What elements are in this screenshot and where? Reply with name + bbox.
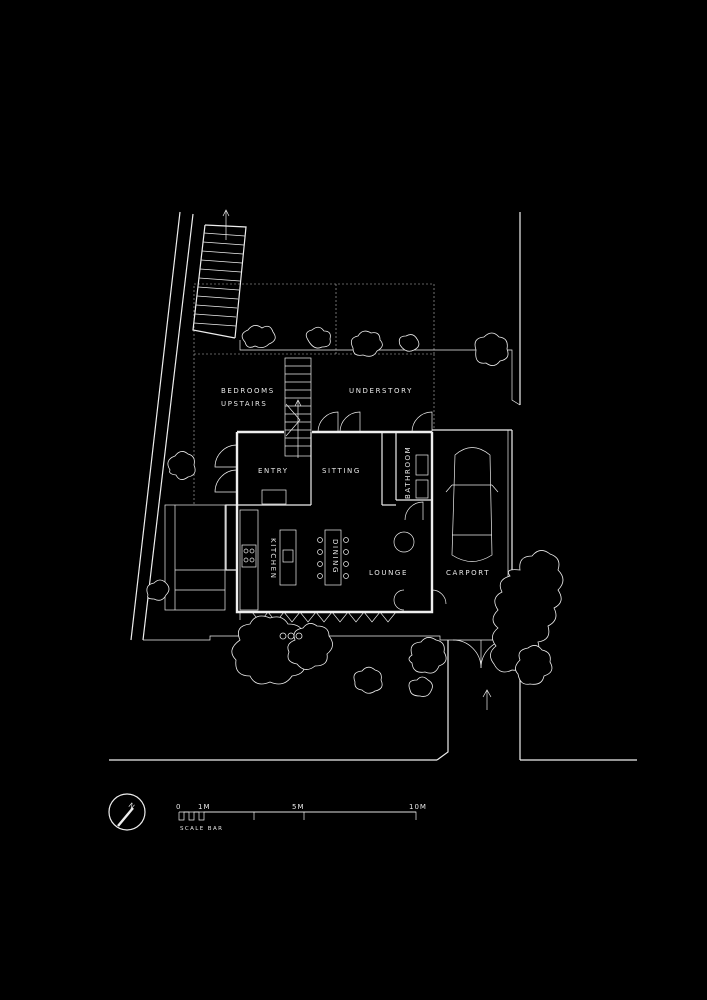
internal-stair [284, 357, 312, 458]
doors [214, 411, 510, 710]
room-label-bedrooms: BEDROOMS [221, 387, 275, 395]
scale-tick-5m: 5M [292, 803, 305, 811]
room-labels: BEDROOMS UPSTAIRS UNDERSTORY ENTRY SITTI… [221, 387, 490, 580]
scale-bar-label: SCALE BAR [180, 826, 223, 832]
scale-tick-0: 0 [176, 803, 181, 811]
room-label-upstairs: UPSTAIRS [221, 400, 267, 408]
scale-tick-1m: 1M [198, 803, 211, 811]
scale-tick-10m: 10M [409, 803, 427, 811]
house-walls [164, 430, 434, 614]
landscaping [146, 325, 564, 697]
carport [432, 429, 513, 580]
upstairs-outline [193, 283, 521, 505]
north-arrow-letter: N [127, 801, 137, 811]
room-label-carport: CARPORT [446, 569, 490, 577]
external-stair [192, 209, 247, 339]
room-label-bathroom: BATHROOM [404, 446, 412, 499]
room-label-dining: DINING [331, 539, 339, 574]
room-label-lounge: LOUNGE [369, 569, 408, 577]
room-label-sitting: SITTING [322, 467, 361, 475]
scale-bar: 0 1M 5M 10M SCALE BAR [176, 803, 427, 832]
site-boundary [109, 211, 637, 761]
room-label-understory: UNDERSTORY [349, 387, 413, 395]
north-arrow: N [108, 793, 146, 831]
room-label-entry: ENTRY [258, 467, 289, 475]
room-label-kitchen: KITCHEN [269, 538, 277, 580]
furniture [239, 454, 429, 623]
